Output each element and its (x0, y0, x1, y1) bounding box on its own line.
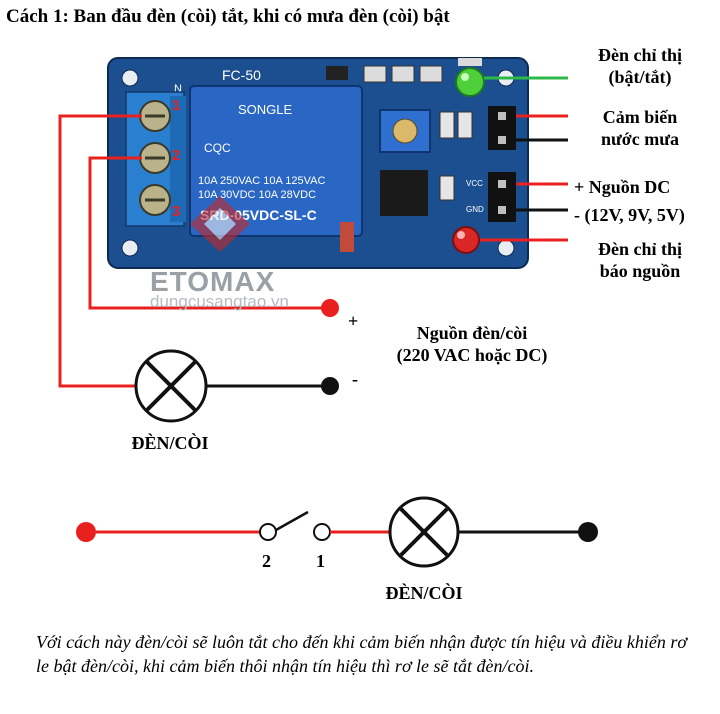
relay-module-board: FC-50 N 1 2 3 SONGLE CQC 10A 250VAC 10A … (107, 57, 529, 269)
power-header-pins (488, 172, 516, 222)
watermark-site: dungcusangtao.vn (150, 292, 289, 311)
watermark-brand: ETOMAX (150, 266, 276, 297)
plus-terminal-dot (321, 299, 339, 317)
relay-component: SONGLE CQC 10A 250VAC 10A 125VAC 10A 30V… (189, 85, 363, 237)
relay-cert-label: CQC (204, 141, 231, 155)
pin-n-label: N (174, 83, 182, 95)
pin-vcc-label: VCC (466, 179, 483, 188)
pin-gnd-label: GND (466, 205, 484, 214)
lamp-symbol-bottom (388, 496, 460, 568)
sensor-label-line2: nước mưa (600, 129, 680, 149)
sensor-header-pins (488, 106, 516, 150)
power-led-label-line1: Đèn chỉ thị (597, 239, 682, 259)
minus-terminal-dot (321, 377, 339, 395)
lamp-symbol-top (134, 349, 208, 423)
screw-terminal-block: 1 2 3 (125, 91, 186, 227)
bottom-end-dot (578, 522, 598, 542)
lamp-power-label-line1: Nguồn đèn/còi (416, 323, 528, 343)
board-model-label: FC-50 (222, 67, 261, 83)
switch-number-1: 1 (316, 551, 325, 571)
watermark-logo-mark (190, 196, 250, 252)
terminal2-to-plus-wire (88, 156, 330, 310)
page-title: Cách 1: Ban đầu đèn (còi) tắt, khi có mư… (6, 6, 450, 27)
lamp-power-label: Nguồn đèn/còi (220 VAC hoặc DC) (372, 322, 572, 366)
switch-number-2: 2 (262, 551, 271, 571)
minus-sign: - (352, 369, 358, 389)
bottom-start-dot (76, 522, 96, 542)
relay-spec-line1: 10A 250VAC 10A 125VAC (198, 175, 325, 187)
terminal1-to-lamp-wire (58, 114, 142, 388)
switch-blade (275, 510, 309, 532)
relay-brand-label: SONGLE (238, 102, 293, 117)
status-led-green (455, 58, 485, 97)
plus-sign: + (348, 311, 359, 331)
dc-power-label-line1: + Nguồn DC (574, 177, 671, 197)
sensor-label-line1: Cảm biến (602, 107, 678, 127)
power-led-red (452, 226, 480, 254)
lamp-label-top: ĐÈN/CÒI (131, 433, 209, 453)
explanation-note: Với cách này đèn/còi sẽ luôn tắt cho đến… (36, 632, 687, 676)
terminal-number-2: 2 (172, 147, 180, 164)
relay-spec-line2: 10A 30VDC 10A 28VDC (198, 189, 316, 201)
terminal-number-1: 1 (172, 97, 180, 114)
switch-contact-1 (313, 523, 331, 541)
power-led-label-line2: báo nguồn (599, 261, 681, 281)
power-led-label: Đèn chỉ thị báo nguồn (570, 238, 710, 282)
lamp-label-bottom: ĐÈN/CÒI (385, 583, 463, 603)
sensor-label: Cảm biến nước mưa (570, 106, 710, 150)
indicator-label: Đèn chỉ thị (bật/tắt) (570, 44, 710, 88)
terminal-number-3: 3 (172, 203, 180, 220)
indicator-label-line1: Đèn chỉ thị (597, 45, 682, 65)
switch-contact-2 (259, 523, 277, 541)
lamp-power-label-line2: (220 VAC hoặc DC) (396, 345, 548, 365)
indicator-label-line2: (bật/tắt) (608, 67, 672, 87)
dc-power-label-line2: - (12V, 9V, 5V) (574, 205, 685, 225)
